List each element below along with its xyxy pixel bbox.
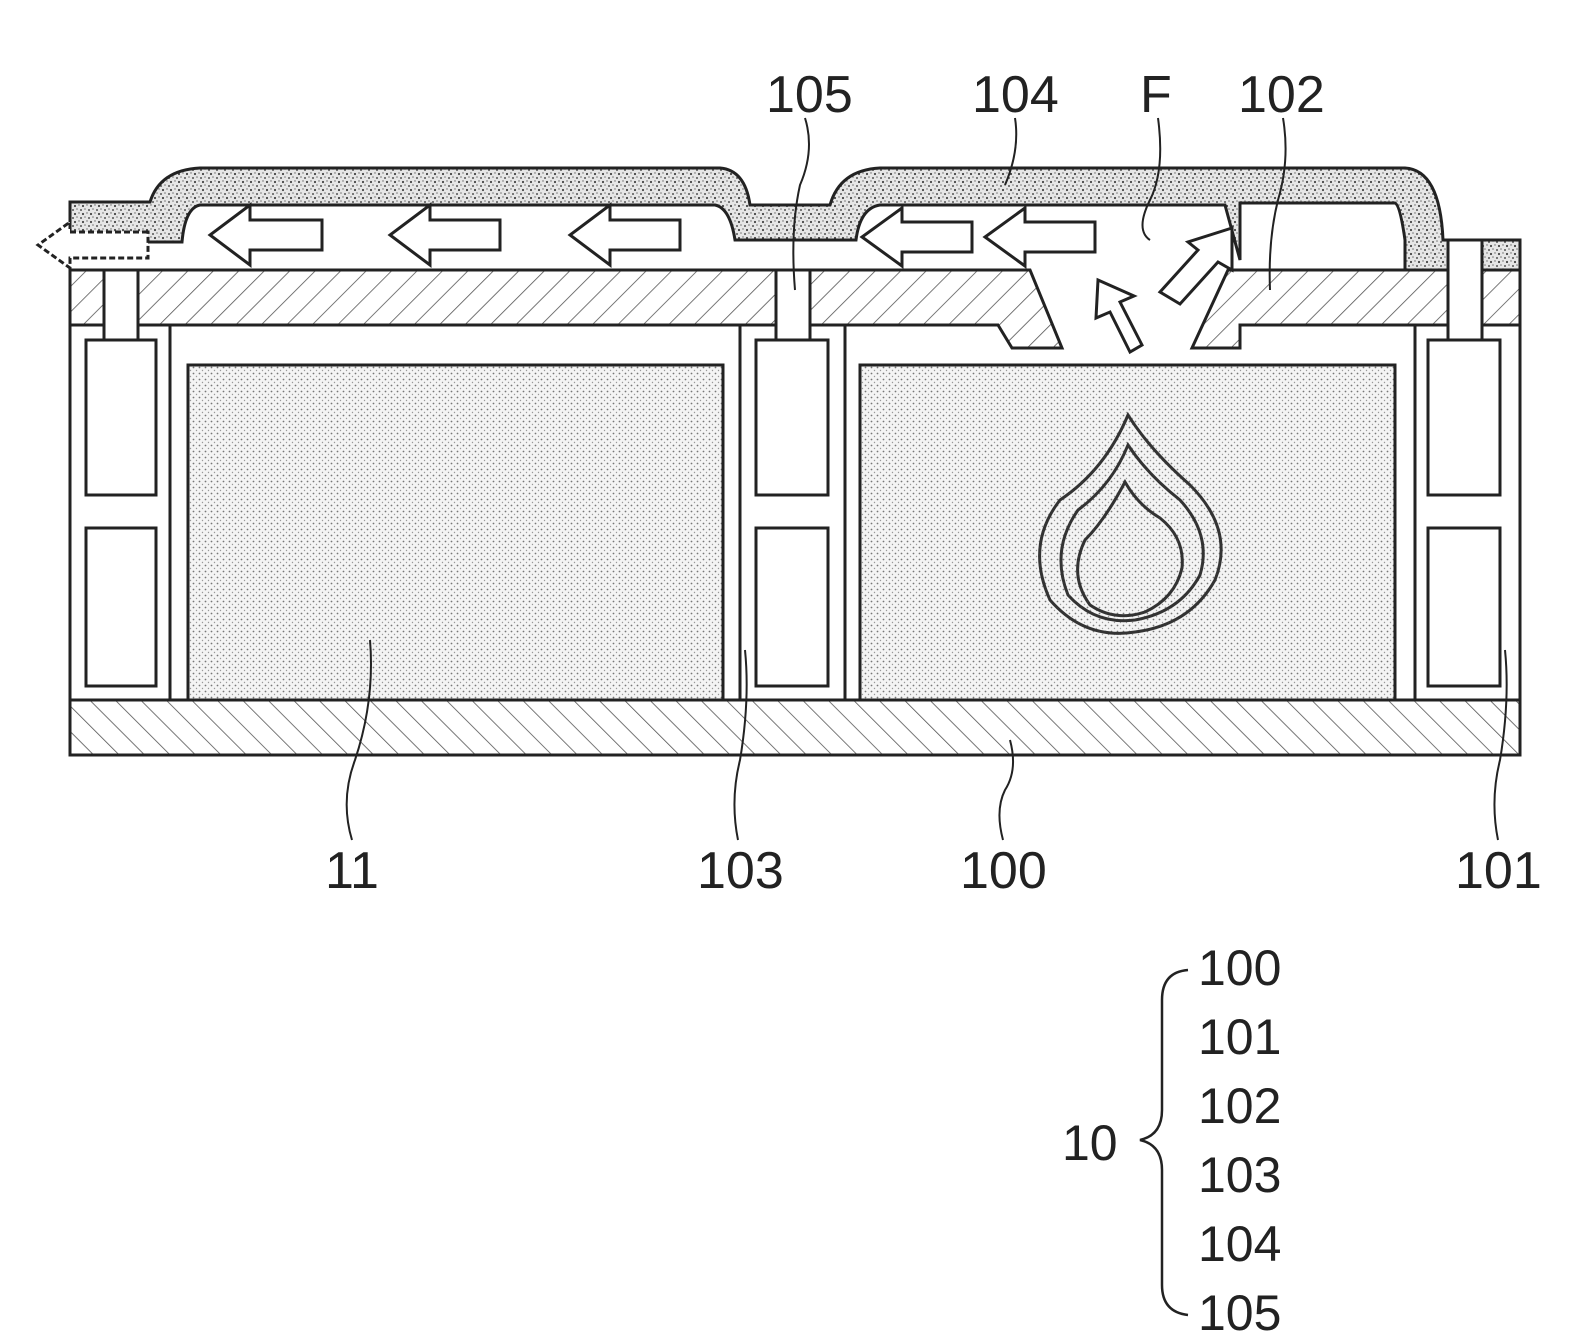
label-11: 11 [325,842,379,900]
legend-group-label: 10 [1062,1115,1118,1171]
legend-item: 102 [1198,1078,1281,1134]
battery-cell-11 [188,365,723,700]
top-plate-102-left [70,270,1062,348]
right-module-top [1428,340,1500,495]
legend-item: 105 [1198,1285,1281,1340]
partition-module-top [756,340,828,495]
label-104: 104 [972,66,1059,124]
legend-item: 101 [1198,1009,1281,1065]
label-103: 103 [697,842,784,900]
left-module-top [86,340,156,495]
legend-item: 103 [1198,1147,1281,1203]
left-module-bottom [86,528,156,686]
label-102: 102 [1238,66,1325,124]
label-F: F [1140,66,1172,124]
label-100: 100 [960,842,1047,900]
left-fastener [104,270,138,340]
right-module-bottom [1428,528,1500,686]
component-legend: 10 100 101 102 103 104 105 [1062,940,1281,1340]
bottom-plate-100 [70,700,1520,755]
legend-brace [1140,970,1188,1315]
legend-item: 100 [1198,940,1281,996]
label-101: 101 [1455,842,1542,900]
fastener-105 [776,270,810,340]
label-105: 105 [766,66,853,124]
partition-module-bottom [756,528,828,686]
legend-item: 104 [1198,1216,1281,1272]
right-fastener [1448,240,1482,340]
